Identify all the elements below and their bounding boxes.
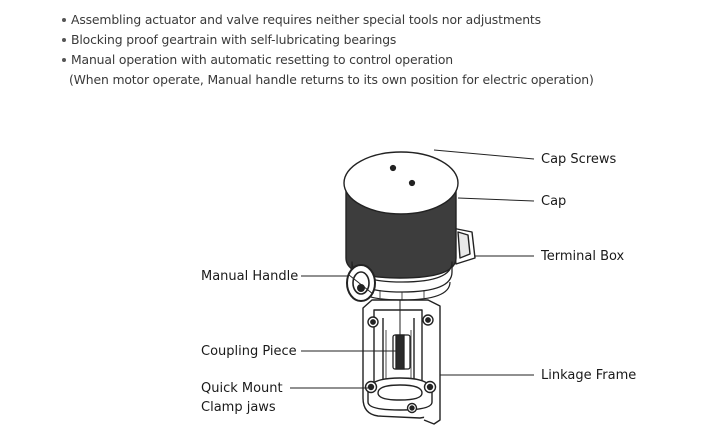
linkage-frame-drawing: [362, 299, 441, 425]
leader-cap: [457, 197, 535, 202]
label-cap: Cap: [541, 194, 566, 209]
label-linkage-frame: Linkage Frame: [541, 368, 636, 383]
feature-item: Blocking proof geartrain with self-lubri…: [60, 30, 594, 50]
label-quick-mount-line1: Quick Mount: [201, 381, 283, 396]
leader-lines: [290, 149, 535, 389]
feature-text: Blocking proof geartrain with self-lubri…: [71, 32, 397, 47]
feature-note: (When motor operate, Manual handle retur…: [69, 72, 594, 87]
label-quick-mount-line2: Clamp jaws: [201, 400, 276, 415]
label-cap-screws: Cap Screws: [541, 152, 617, 167]
bullet-icon: [62, 37, 66, 42]
cap-drawing: [343, 151, 459, 301]
feature-list: Assembling actuator and valve requires n…: [60, 10, 594, 90]
manual-handle-drawing: [346, 264, 376, 302]
coupling-piece-drawing: [392, 300, 411, 370]
feature-text: Assembling actuator and valve requires n…: [71, 12, 541, 27]
feature-item: Assembling actuator and valve requires n…: [60, 10, 594, 30]
bullet-icon: [62, 57, 66, 62]
label-terminal-box: Terminal Box: [540, 249, 625, 264]
label-coupling-piece: Coupling Piece: [201, 344, 297, 359]
feature-item: Manual operation with automatic resettin…: [60, 50, 594, 70]
leader-cap-screws: [433, 149, 535, 160]
bullet-icon: [62, 17, 66, 22]
label-manual-handle: Manual Handle: [201, 269, 298, 284]
feature-text: Manual operation with automatic resettin…: [71, 52, 454, 67]
